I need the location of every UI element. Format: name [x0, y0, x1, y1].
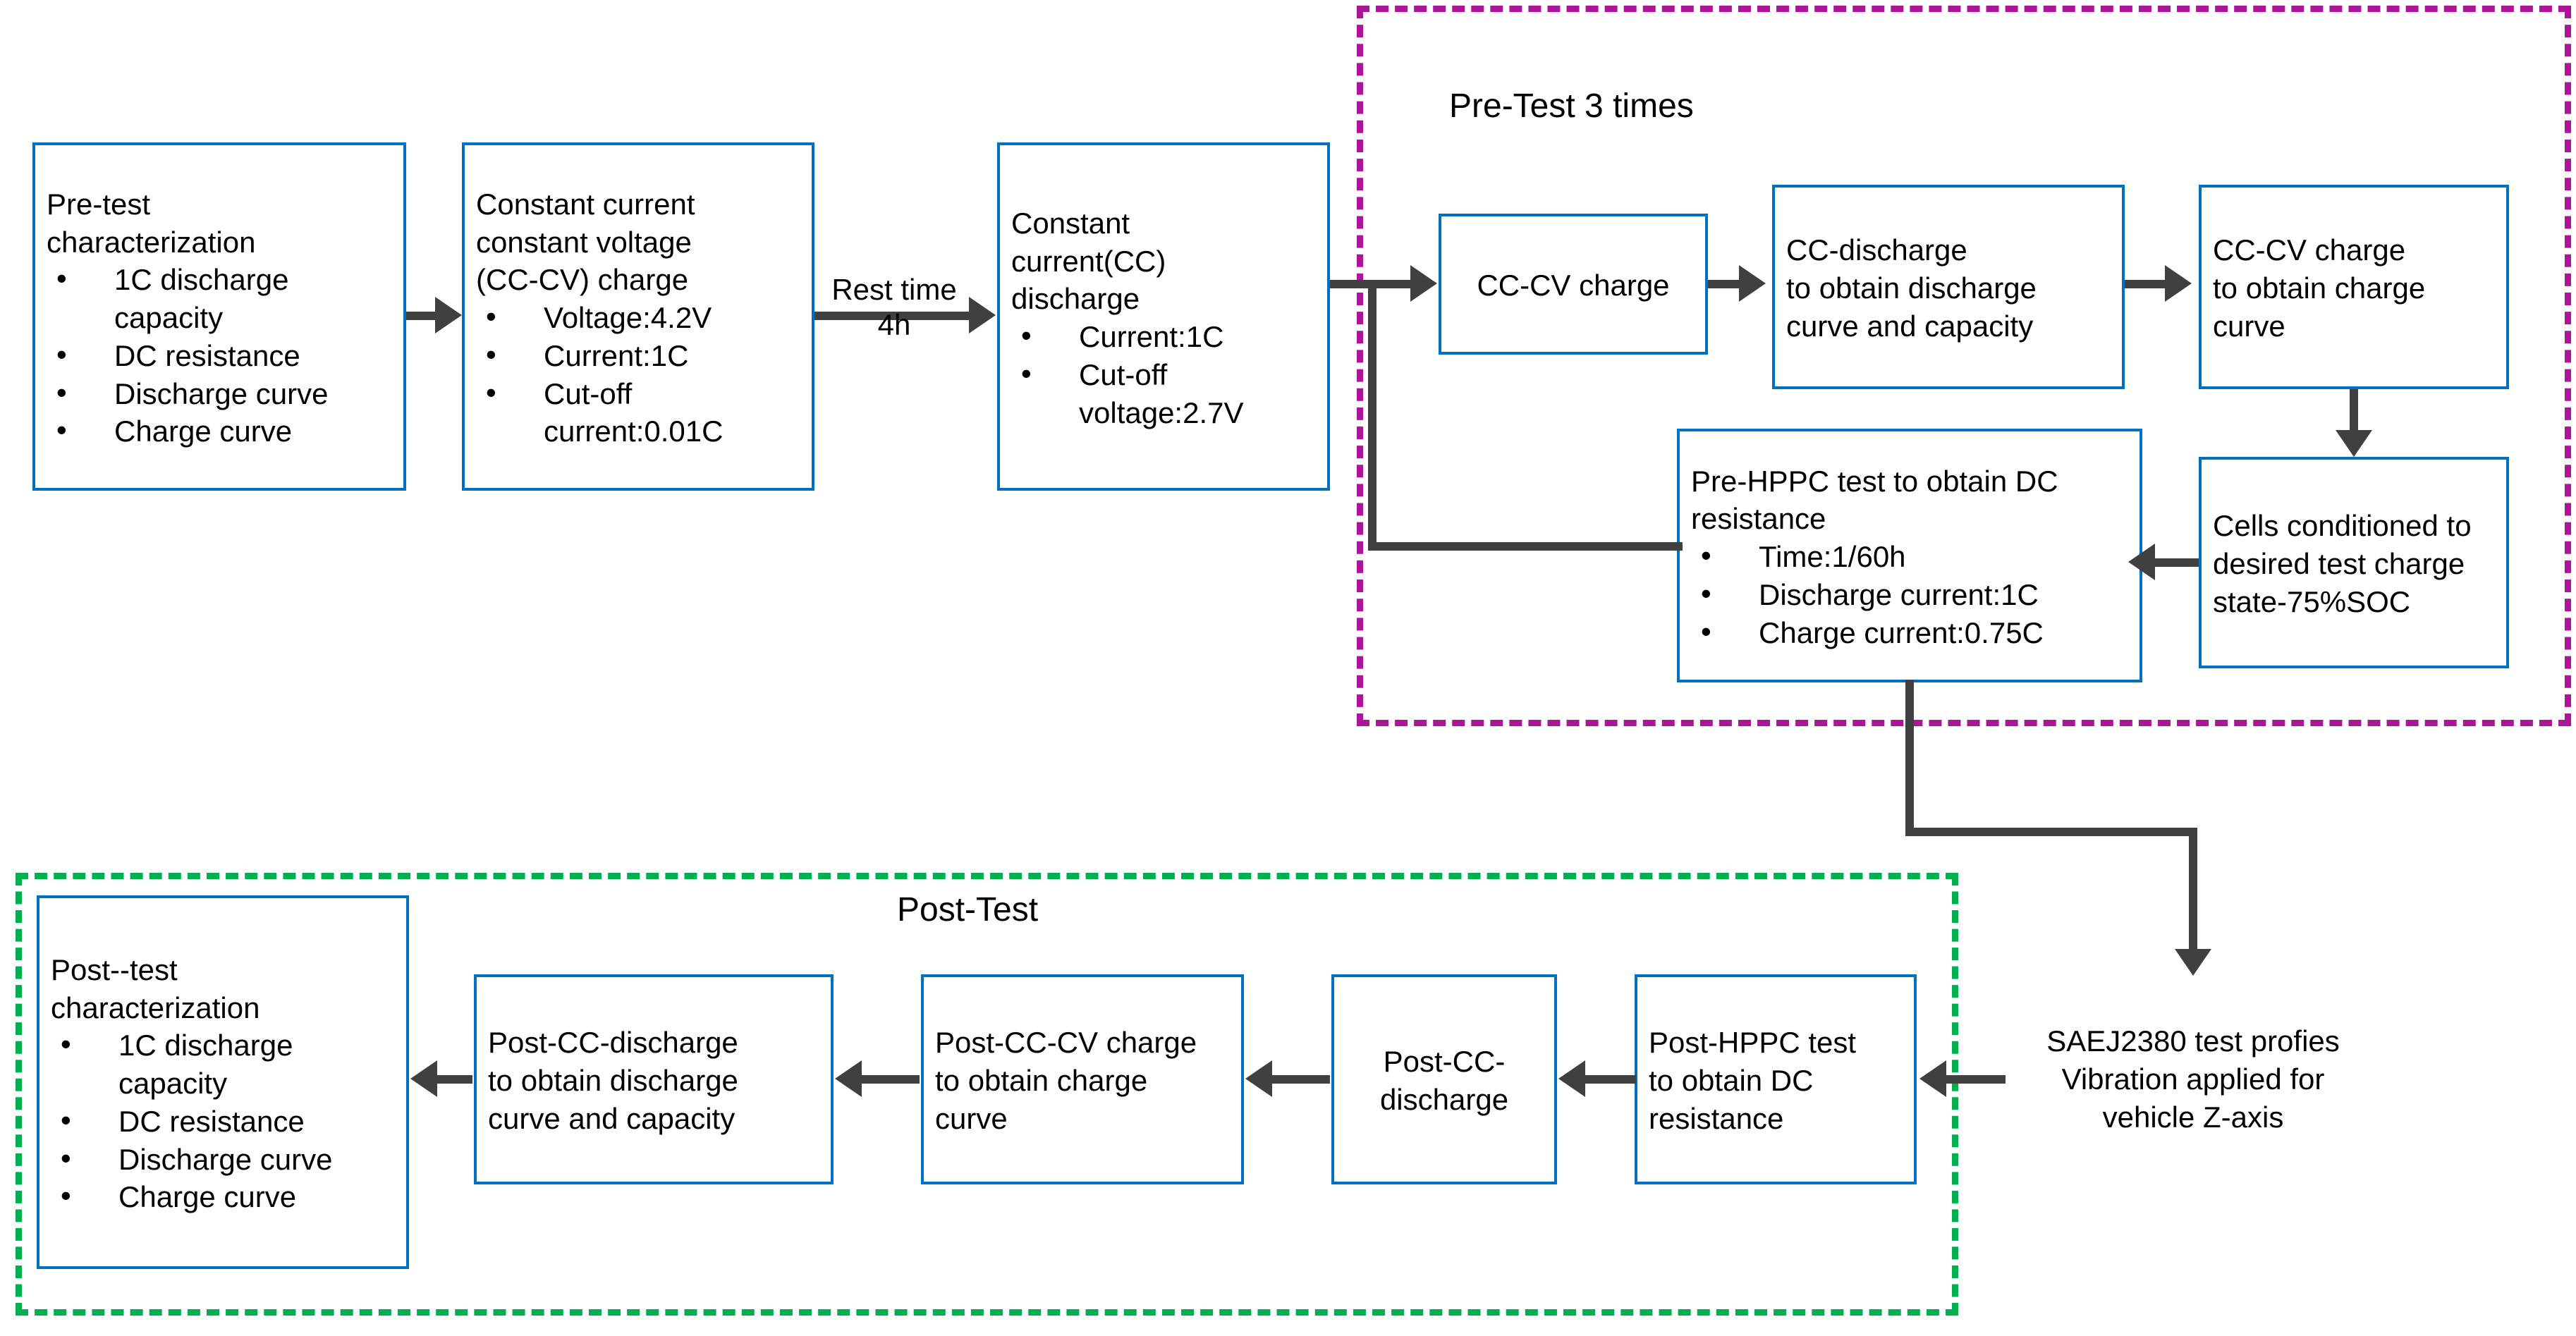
bullet-list: 1C discharge capacity DC resistance Disc… [47, 259, 392, 451]
connector-line [1585, 1075, 1636, 1084]
box-title: CC-CV charge to obtain charge curve [2213, 233, 2426, 343]
arrow-head-icon [2128, 544, 2155, 580]
bullet-list: Time:1/60h Discharge current:1C Charge c… [1691, 537, 2128, 652]
box-title: Post-CC- discharge [1379, 1045, 1509, 1116]
box-title: Post--test characterization [51, 952, 260, 1024]
list-item: Time:1/60h [1691, 537, 2128, 576]
box-title: Cells conditioned to desired test charge… [2213, 509, 2472, 618]
box-pre-hppc-test[interactable]: Pre-HPPC test to obtain DC resistance Ti… [1677, 429, 2142, 682]
connector-line [1946, 1075, 2006, 1084]
arrow-head-icon [1739, 265, 1766, 302]
connector-line [2125, 280, 2167, 288]
box-pre-test-characterization[interactable]: Pre-test characterization 1C discharge c… [32, 142, 406, 491]
arrow-head-icon [435, 297, 462, 333]
list-item: Current:1C [1011, 317, 1316, 356]
box-post-test-characterization[interactable]: Post--test characterization 1C discharge… [37, 895, 409, 1269]
box-cells-conditioned[interactable]: Cells conditioned to desired test charge… [2199, 457, 2509, 668]
list-item: Charge curve [51, 1177, 395, 1216]
list-item: Current:1C [476, 336, 800, 375]
arrow-head-icon [835, 1060, 862, 1097]
box-title: Pre-HPPC test to obtain DC resistance [1691, 464, 2058, 536]
box-post-hppc-test[interactable]: Post-HPPC test to obtain DC resistance [1635, 974, 1917, 1184]
arrow-head-icon [2165, 265, 2192, 302]
connector-line-loopback-vertical [1368, 284, 1376, 551]
arrow-head-icon [1410, 265, 1437, 302]
box-title: Constant current constant voltage (CC-CV… [476, 187, 695, 297]
box-constant-current-constant-voltage-charge[interactable]: Constant current constant voltage (CC-CV… [462, 142, 814, 491]
arrow-head-icon [2175, 949, 2211, 976]
connector-line [862, 1075, 920, 1084]
list-item: Cut-off current:0.01C [476, 374, 800, 451]
box-title: Post-CC-CV charge to obtain charge curve [935, 1026, 1197, 1135]
pretest-group-container [1357, 6, 2571, 726]
box-title: SAEJ2380 test profies Vibration applied … [2046, 1024, 2340, 1134]
connector-line [1272, 1075, 1330, 1084]
connector-line [2350, 389, 2358, 433]
box-pre-cc-cv-charge[interactable]: CC-CV charge [1439, 214, 1708, 355]
list-item: Charge curve [47, 411, 392, 451]
list-item: Cut-off voltage:2.7V [1011, 355, 1316, 432]
list-item: Discharge curve [47, 374, 392, 413]
list-item: Charge current:0.75C [1691, 613, 2128, 652]
connector-line [1708, 280, 1742, 288]
box-title: Constant current(CC) discharge [1011, 206, 1166, 316]
arrow-head-icon [1919, 1060, 1946, 1097]
list-item: Voltage:4.2V [476, 298, 800, 337]
connector-line [406, 312, 437, 320]
list-item: Discharge curve [51, 1139, 395, 1179]
list-item: DC resistance [51, 1101, 395, 1141]
list-item: Discharge current:1C [1691, 575, 2128, 614]
edge-label-rest-time: Rest time 4h [831, 273, 957, 342]
arrow-head-icon [969, 297, 996, 333]
box-title: CC-CV charge [1477, 269, 1670, 302]
box-title: Post-CC-discharge to obtain discharge cu… [488, 1026, 738, 1135]
connector-line [2189, 828, 2197, 955]
connector-line [437, 1075, 472, 1084]
bullet-list: Voltage:4.2V Current:1C Cut-off current:… [476, 298, 800, 451]
box-post-cc-discharge[interactable]: Post-CC-discharge to obtain discharge cu… [474, 974, 834, 1184]
connector-line [2155, 558, 2199, 567]
arrow-head-icon [2336, 430, 2372, 457]
box-pre-cc-cv-charge-curve[interactable]: CC-CV charge to obtain charge curve [2199, 185, 2509, 389]
connector-line-loopback-horizontal [1368, 542, 1683, 551]
list-item: 1C discharge capacity [47, 259, 392, 337]
pretest-group-title: Pre-Test 3 times [1449, 87, 1694, 125]
box-post-cc-cv-charge[interactable]: Post-CC-CV charge to obtain charge curve [921, 974, 1244, 1184]
bullet-list: Current:1C Cut-off voltage:2.7V [1011, 317, 1316, 432]
box-post-cc-discharge-short[interactable]: Post-CC- discharge [1331, 974, 1557, 1184]
connector-line [1905, 680, 1914, 836]
bullet-list: 1C discharge capacity DC resistance Disc… [51, 1025, 395, 1216]
box-saej2380-vibration[interactable]: SAEJ2380 test profies Vibration applied … [2003, 974, 2383, 1184]
connector-line [1905, 828, 2197, 836]
box-pre-cc-discharge[interactable]: CC-discharge to obtain discharge curve a… [1772, 185, 2125, 389]
box-title: Pre-test characterization [47, 187, 256, 259]
posttest-group-container [16, 873, 1958, 1316]
list-item: DC resistance [47, 336, 392, 375]
arrow-head-icon [1558, 1060, 1585, 1097]
box-title: Post-HPPC test to obtain DC resistance [1649, 1026, 1857, 1135]
box-title: CC-discharge to obtain discharge curve a… [1786, 233, 2037, 343]
arrow-head-icon [410, 1060, 437, 1097]
posttest-group-title: Post-Test [897, 891, 1039, 929]
arrow-head-icon [1245, 1060, 1272, 1097]
box-constant-current-discharge[interactable]: Constant current(CC) discharge Current:1… [997, 142, 1330, 491]
connector-line [814, 312, 971, 320]
list-item: 1C discharge capacity [51, 1025, 395, 1103]
